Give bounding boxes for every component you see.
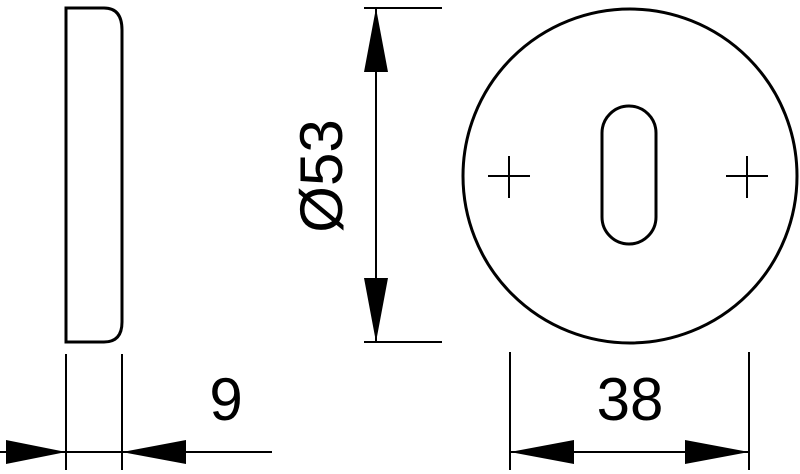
arrow-up xyxy=(364,8,388,72)
thickness-label: 9 xyxy=(209,366,242,433)
keyhole-slot xyxy=(600,104,658,246)
arrow-left xyxy=(510,440,574,464)
screw-hole-left-mark xyxy=(488,156,530,198)
diameter-label: Ø53 xyxy=(288,119,355,232)
arrow-left-pointing xyxy=(122,440,186,464)
front-view xyxy=(461,7,799,345)
hole-spacing-dimension: 38 xyxy=(509,352,750,470)
diameter-dimension: Ø53 xyxy=(288,7,442,343)
thickness-dimension: 9 xyxy=(0,354,272,470)
arrow-down xyxy=(364,278,388,342)
side-view-profile xyxy=(64,6,124,344)
arrow-right xyxy=(685,440,749,464)
rosette-outline xyxy=(461,7,799,345)
screw-hole-right-mark xyxy=(726,156,768,198)
arrow-right-pointing xyxy=(6,440,66,464)
hole-spacing-label: 38 xyxy=(597,366,664,433)
